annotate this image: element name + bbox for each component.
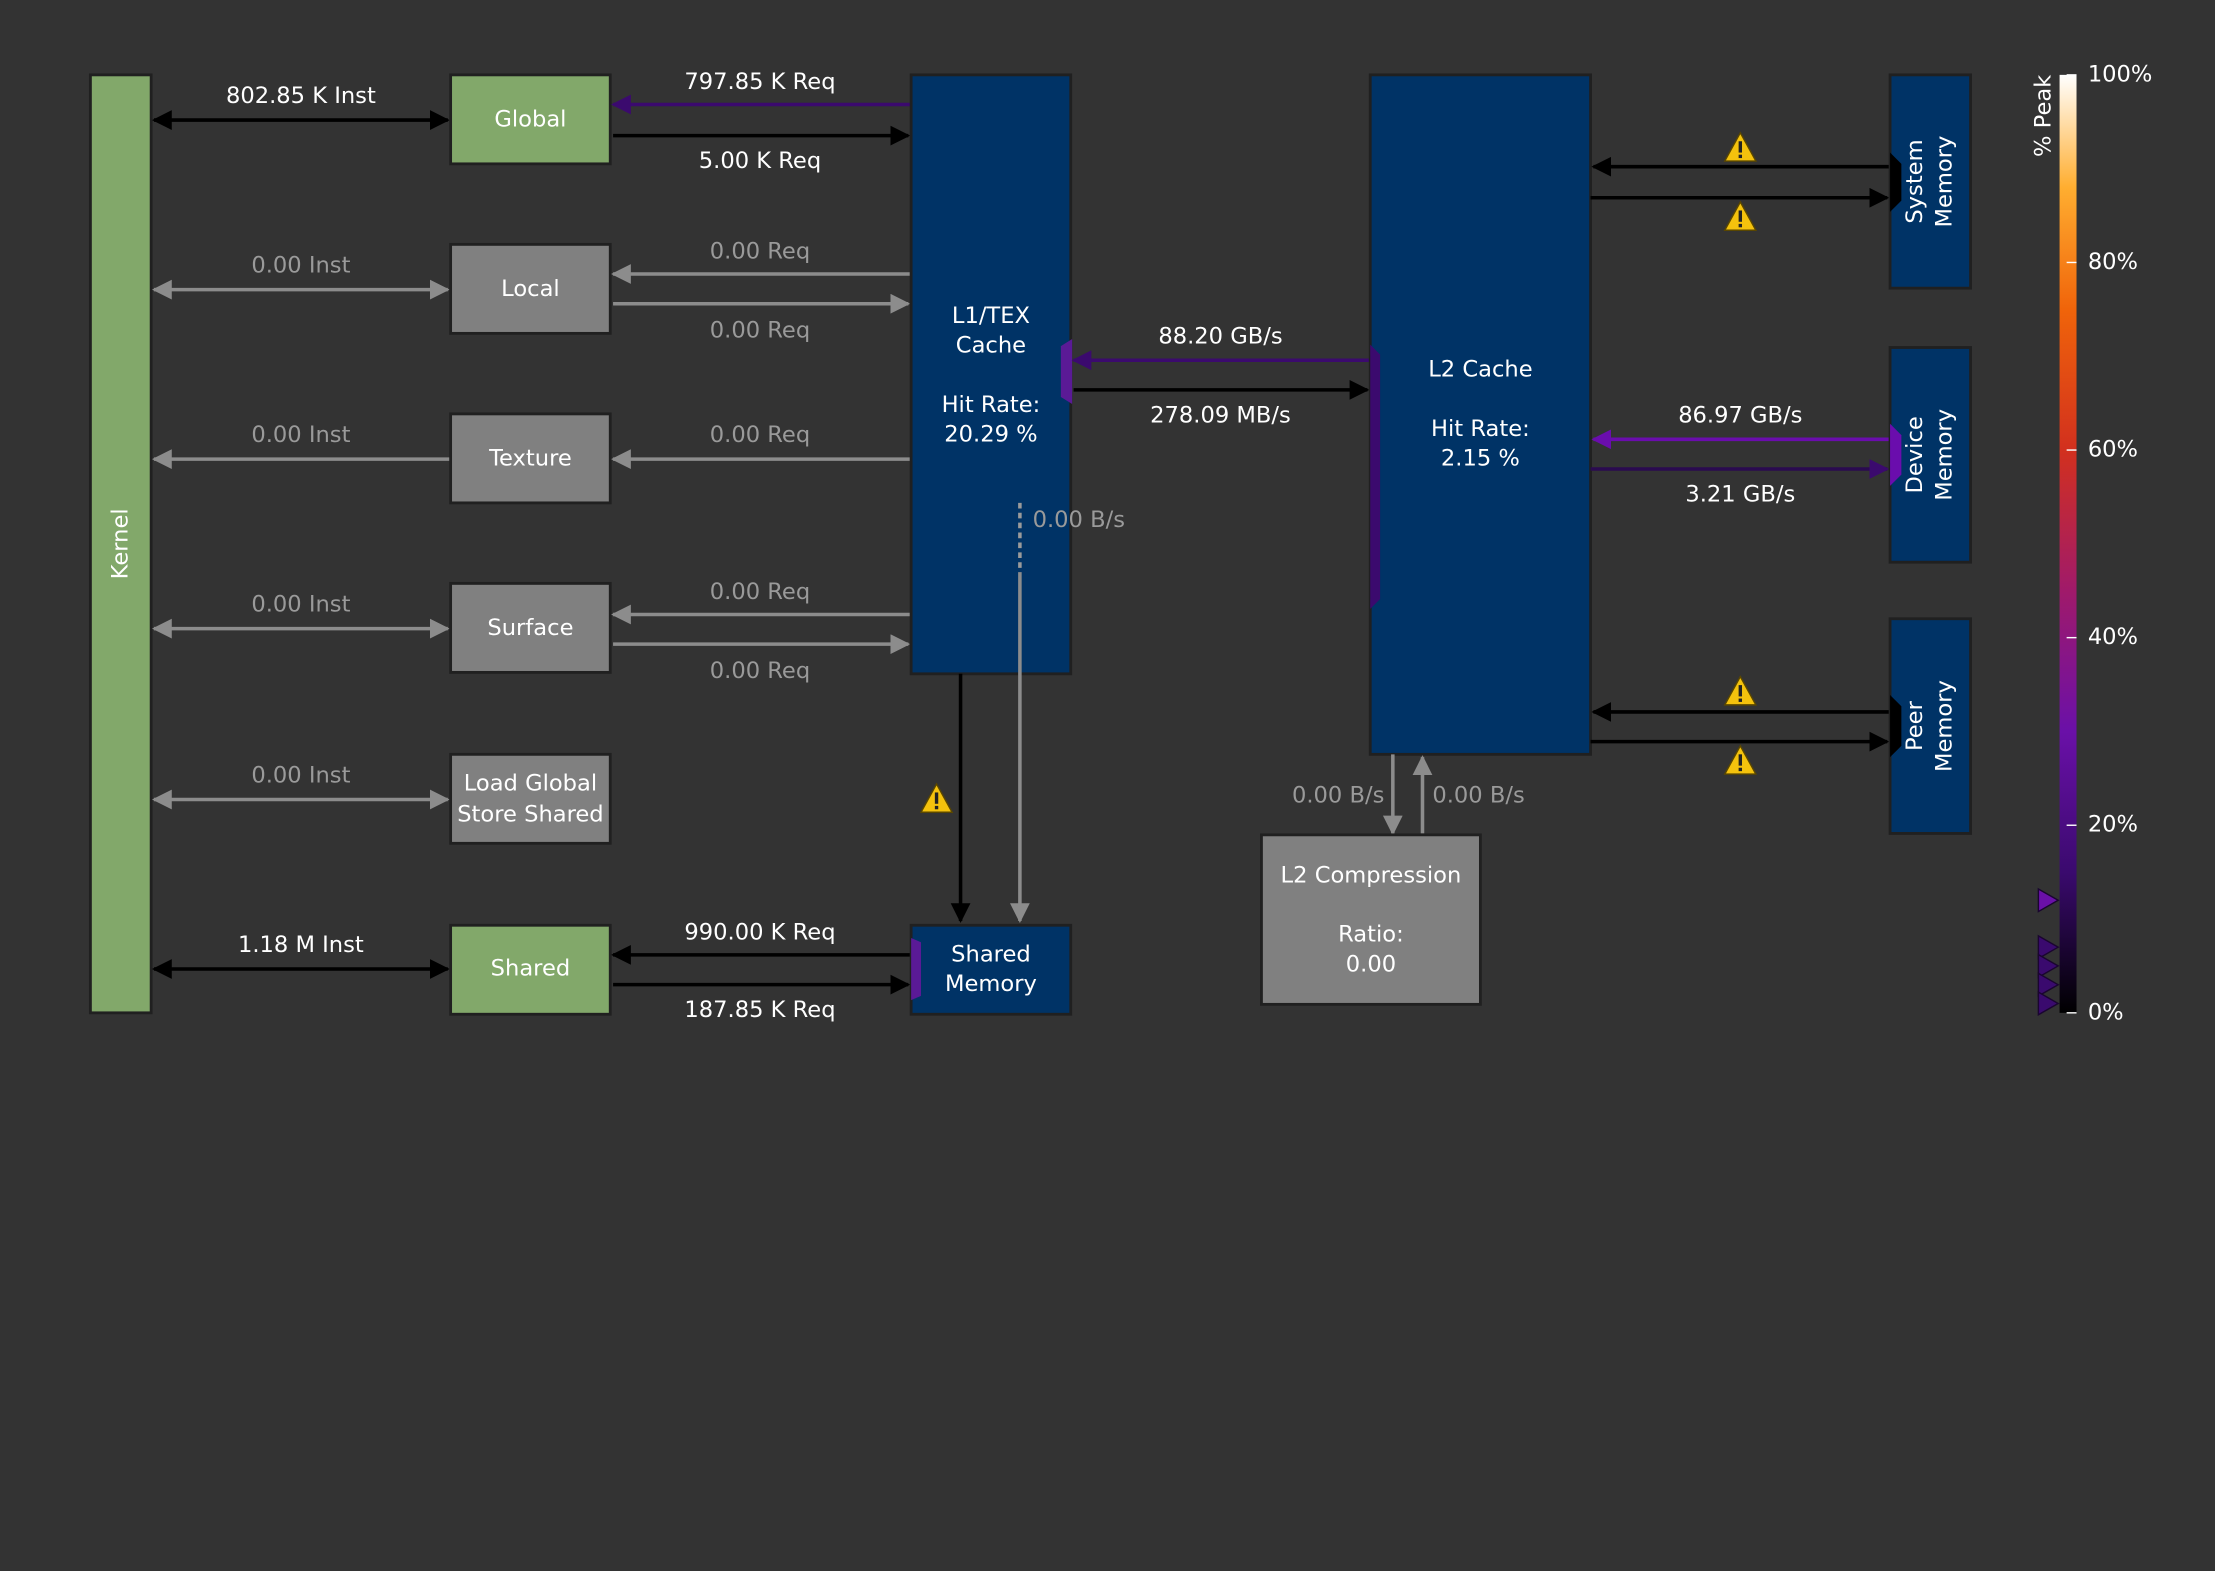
l1tex-cache-block[interactable]: L1/TEX Cache Hit Rate: 20.29 % [909,73,1073,676]
texture-unit-label: Texture [488,446,572,472]
peak-legend-tick-label: 40% [2088,624,2138,650]
lgss-inst-label: 0.00 Inst [251,763,350,789]
device-memory-label-line2: Memory [1932,409,1958,501]
shared-unit[interactable]: Shared [449,923,612,1016]
system-memory-label-line2: Memory [1932,136,1958,228]
surface-unit[interactable]: Surface [449,581,612,674]
peak-legend-tick-label: 60% [2088,437,2138,463]
system-memory-label-line1: System [1902,139,1928,223]
peak-legend-tick-label: 100% [2088,61,2153,87]
system-memory-port-indicator [1890,152,1902,212]
device-memory-block[interactable]: Device Memory [1888,346,1972,564]
peak-legend-marker [2037,953,2060,979]
l1tex-title-line1: L1/TEX [952,303,1030,329]
local-req-out-label: 0.00 Req [710,318,810,344]
shared-memory-label-line2: Memory [945,971,1037,997]
shared-memory-block[interactable]: Shared Memory [909,923,1073,1016]
peer-memory-block[interactable]: Peer Memory [1888,617,1972,835]
shared-memory-label-line1: Shared [951,941,1031,967]
global-req-out-label: 5.00 K Req [699,148,821,174]
l1tex-hit-rate-label: Hit Rate: [942,392,1041,418]
device-read-bw-label: 86.97 GB/s [1678,402,1802,428]
lgss-unit-label-line1: Load Global [464,770,597,796]
global-req-in-label: 797.85 K Req [684,69,835,95]
peak-legend-marker [2037,972,2060,998]
l2-compression-bw-in-label: 0.00 B/s [1292,782,1384,808]
texture-inst-label: 0.00 Inst [251,422,350,448]
peak-legend-marker [2037,887,2060,913]
texture-req-in-label: 0.00 Req [710,422,810,448]
sysmem-read-warning-icon[interactable] [1724,132,1757,162]
peer-memory-port-indicator [1890,694,1902,758]
surface-req-in-label: 0.00 Req [710,579,810,605]
shared-unit-label: Shared [491,956,571,982]
local-unit[interactable]: Local [449,242,612,335]
peak-legend-title: % Peak [2031,74,2057,157]
lgss-unit[interactable]: Load Global Store Shared [449,752,612,845]
peak-legend-tick-label: 80% [2088,249,2138,275]
l2-port-indicator [1370,344,1381,609]
l1tex-title-line2: Cache [956,333,1026,359]
global-inst-label: 802.85 K Inst [226,83,376,109]
global-unit-label: Global [494,107,566,133]
peak-legend-marker [2037,934,2060,960]
l2-hit-rate-value: 2.15 % [1441,446,1520,472]
shared-memory-port-indicator [911,937,922,1001]
peak-legend: % Peak 100% 80% 60% 40% 20% 0% [2031,61,2153,1025]
l2-compression-bw-out-label: 0.00 B/s [1432,782,1524,808]
system-memory-block[interactable]: System Memory [1888,73,1972,290]
l1tex-hit-rate-value: 20.29 % [944,422,1037,448]
device-write-bw-label: 3.21 GB/s [1685,481,1795,507]
global-unit[interactable]: Global [449,73,612,166]
device-memory-port-indicator [1890,423,1902,486]
peak-legend-tick-label: 20% [2088,812,2138,838]
l2-hit-rate-label: Hit Rate: [1431,416,1530,442]
surface-unit-label: Surface [487,615,573,641]
local-req-in-label: 0.00 Req [710,239,810,265]
shared-req-in-label: 990.00 K Req [684,919,835,945]
l2-compression-ratio-value: 0.00 [1346,951,1396,977]
local-unit-label: Local [501,276,560,302]
l1tex-shared-bw-label: 0.00 B/s [1033,507,1125,533]
peer-memory-label-line1: Peer [1902,700,1928,751]
surface-inst-label: 0.00 Inst [251,592,350,618]
peer-memory-label-line2: Memory [1932,680,1958,772]
texture-unit[interactable]: Texture [449,412,612,505]
l1-l2-write-bw-label: 278.09 MB/s [1150,402,1291,428]
l2-compression-ratio-label: Ratio: [1338,922,1404,948]
device-memory-label-line1: Device [1902,416,1928,493]
l2-cache-block[interactable]: L2 Cache Hit Rate: 2.15 % [1368,73,1593,756]
peermem-read-warning-icon[interactable] [1724,675,1757,706]
local-inst-label: 0.00 Inst [251,253,350,279]
peak-legend-gradient-bar [2059,74,2077,1013]
kernel-label: Kernel [107,508,133,579]
l1tex-sharedmem-warning-icon[interactable] [920,783,953,813]
l2-compression-title: L2 Compression [1281,862,1462,888]
shared-req-out-label: 187.85 K Req [684,997,835,1023]
shared-inst-label: 1.18 M Inst [238,932,364,958]
l1tex-port-indicator [1060,339,1073,405]
memory-chart-diagram: Kernel 802.85 K Inst 0.00 Inst 0.00 Inst… [88,61,2153,1025]
l2-title: L2 Cache [1428,357,1532,383]
kernel-unit[interactable]: Kernel [88,73,153,1015]
sysmem-write-warning-icon[interactable] [1724,201,1757,231]
l1-l2-read-bw-label: 88.20 GB/s [1158,323,1282,349]
lgss-unit-label-line2: Store Shared [457,802,603,828]
l2-compression-block[interactable]: L2 Compression Ratio: 0.00 [1260,833,1482,1006]
surface-req-out-label: 0.00 Req [710,658,810,684]
peak-legend-tick-label: 0% [2088,999,2124,1025]
peermem-write-warning-icon[interactable] [1724,745,1757,775]
peak-legend-marker [2037,990,2060,1016]
